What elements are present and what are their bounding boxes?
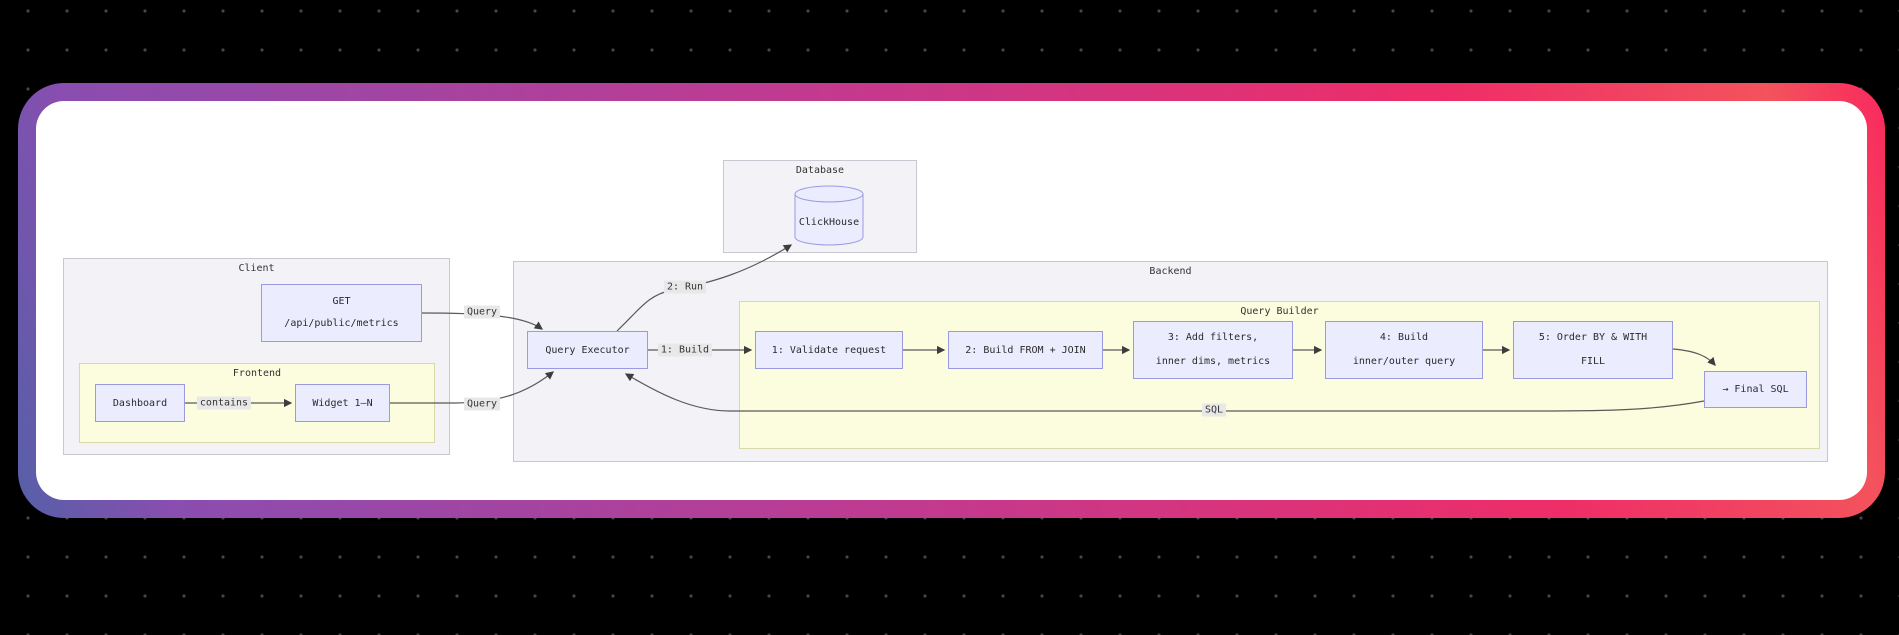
edge-label-sql: SQL bbox=[1201, 403, 1227, 417]
node-step1-label: 1: Validate request bbox=[771, 344, 887, 356]
node-step5-line1: 5: Order BY & WITH bbox=[1538, 332, 1648, 343]
node-step5-line2: FILL bbox=[1580, 356, 1606, 367]
edge-label-query-get: Query bbox=[463, 305, 501, 319]
node-get-endpoint: GET /api/public/metrics bbox=[261, 284, 422, 342]
cluster-database: Database bbox=[723, 160, 917, 253]
node-dashboard-label: Dashboard bbox=[112, 397, 168, 409]
edge-label-run: 2: Run bbox=[663, 280, 707, 294]
node-step2: 2: Build FROM + JOIN bbox=[948, 331, 1103, 369]
node-query-executor: Query Executor bbox=[527, 331, 648, 369]
node-final-sql-label: → Final SQL bbox=[1722, 384, 1789, 395]
node-step4: 4: Build inner/outer query bbox=[1325, 321, 1483, 379]
cluster-query-builder-title: Query Builder bbox=[1240, 306, 1319, 317]
node-step5: 5: Order BY & WITH FILL bbox=[1513, 321, 1673, 379]
node-widget-label: Widget 1–N bbox=[312, 397, 373, 409]
node-widget: Widget 1–N bbox=[295, 384, 390, 422]
node-step2-label: 2: Build FROM + JOIN bbox=[965, 344, 1086, 356]
node-step4-line1: 4: Build bbox=[1379, 332, 1429, 343]
cluster-frontend-title: Frontend bbox=[232, 368, 282, 379]
node-get-endpoint-line1: GET bbox=[332, 296, 351, 307]
node-step3-line1: 3: Add filters, bbox=[1167, 332, 1259, 343]
cluster-database-title: Database bbox=[795, 165, 845, 176]
node-clickhouse-label: ClickHouse bbox=[798, 217, 860, 228]
cluster-client-title: Client bbox=[238, 263, 275, 274]
edge-label-contains: contains bbox=[196, 396, 252, 410]
node-get-endpoint-line2: /api/public/metrics bbox=[284, 318, 399, 329]
cluster-backend-title: Backend bbox=[1149, 266, 1192, 277]
node-final-sql: → Final SQL bbox=[1704, 371, 1807, 408]
node-step3-line2: inner dims, metrics bbox=[1155, 356, 1271, 367]
node-step1: 1: Validate request bbox=[755, 331, 903, 369]
node-dashboard: Dashboard bbox=[95, 384, 185, 422]
node-step3: 3: Add filters, inner dims, metrics bbox=[1133, 321, 1293, 379]
node-step4-line2: inner/outer query bbox=[1352, 356, 1456, 367]
edge-label-build: 1: Build bbox=[657, 343, 713, 357]
edge-label-query-widget: Query bbox=[463, 397, 501, 411]
node-query-executor-label: Query Executor bbox=[545, 344, 630, 356]
